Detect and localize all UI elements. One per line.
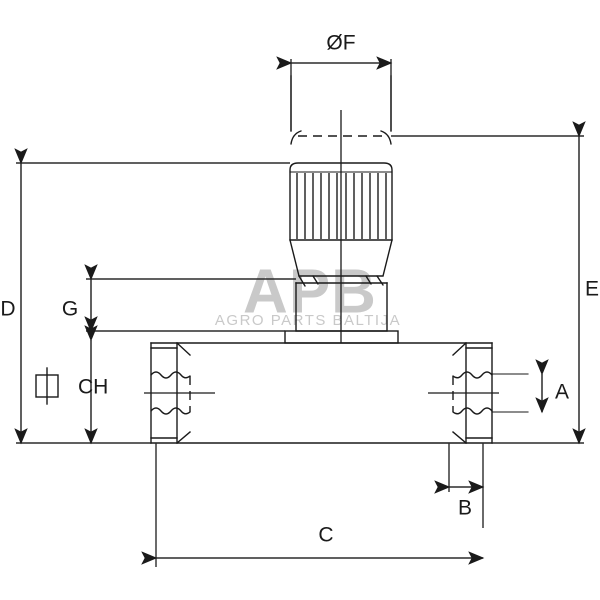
knurled-knob <box>289 162 393 241</box>
dimension-width-c: C <box>141 443 485 567</box>
dimension-height-d: D <box>0 148 290 445</box>
dimension-label-height-d: D <box>0 298 15 321</box>
dimension-label-height-g: G <box>62 298 78 321</box>
dimension-label-height-a: A <box>555 381 569 404</box>
port-right <box>428 342 529 444</box>
port-left <box>144 342 215 444</box>
watermark-main-text: APB <box>243 257 377 326</box>
dimension-label-diameter-f: ØF <box>326 32 355 55</box>
watermark: APB AGRO PARTS BALTIJA <box>215 257 401 329</box>
dimension-height-e: E <box>391 121 599 445</box>
dimension-label-hex-ch: CH <box>78 376 108 399</box>
dimension-label-width-b: B <box>458 497 472 520</box>
dimension-label-width-c: C <box>318 524 333 547</box>
dimension-width-b: B <box>434 443 485 528</box>
dimension-height-g: G <box>62 264 296 333</box>
watermark-sub-text: AGRO PARTS BALTIJA <box>215 312 401 329</box>
knurl-grooves <box>296 173 387 239</box>
dimension-height-a: A <box>535 359 569 414</box>
dimension-diameter-f: ØF <box>276 32 393 131</box>
knob-taper <box>289 239 393 287</box>
dimension-label-height-e: E <box>585 278 599 301</box>
dimension-hex-ch: CH <box>35 367 108 405</box>
